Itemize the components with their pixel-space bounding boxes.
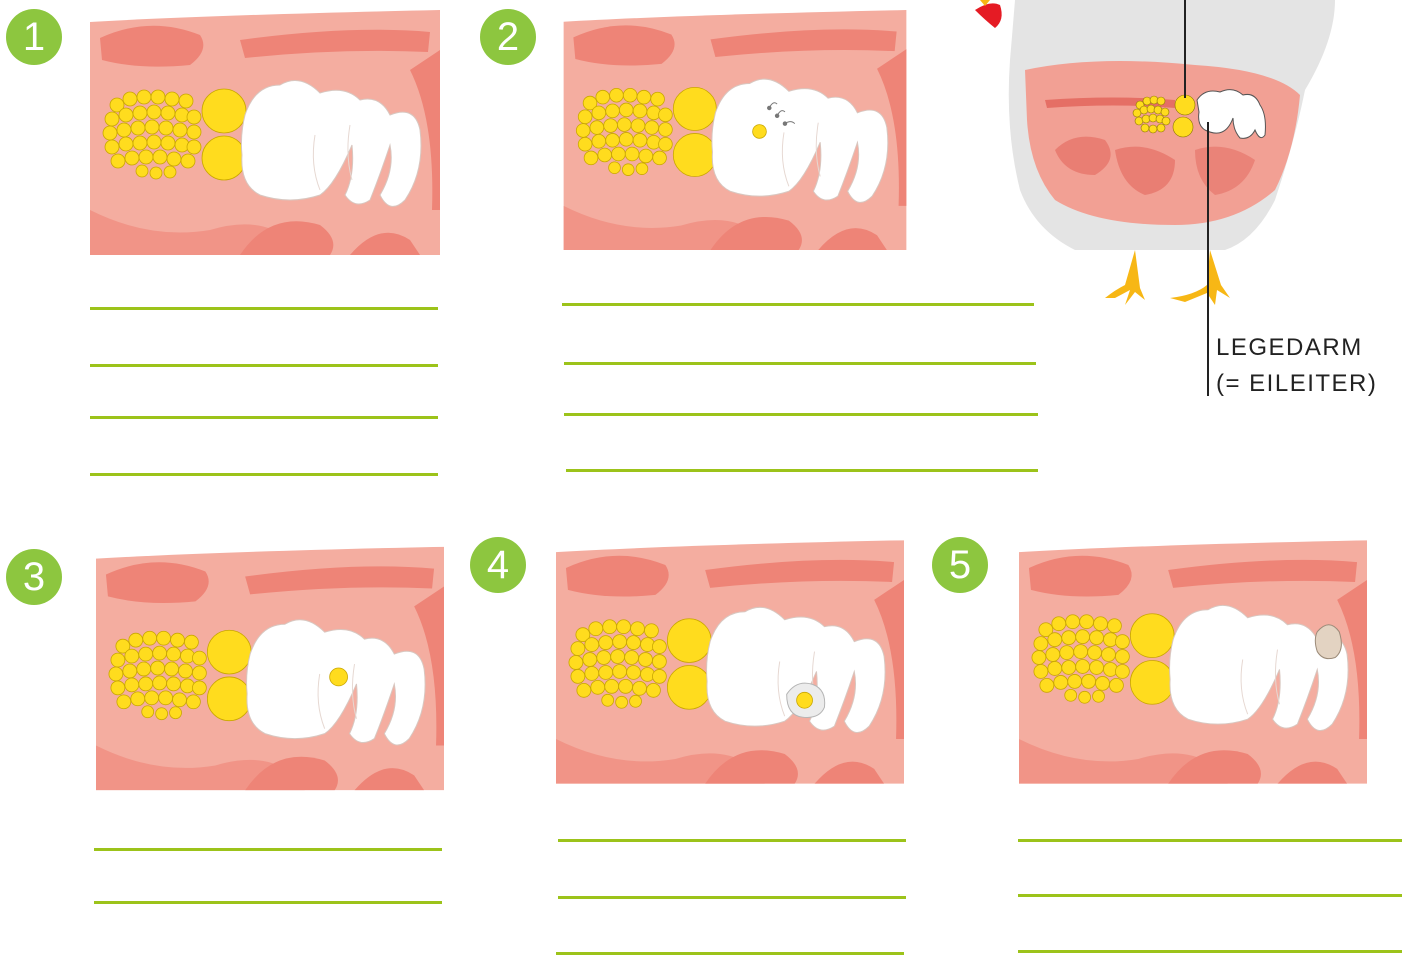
- answer-line[interactable]: [90, 307, 438, 310]
- step-badge-1: 1: [6, 9, 62, 65]
- answer-line[interactable]: [566, 469, 1038, 472]
- legedarm-label-line1: LEGEDARM: [1216, 330, 1377, 366]
- step-4-diagram: [556, 533, 904, 791]
- label-pointer-top: [1184, 0, 1186, 98]
- step-badge-5: 5: [932, 537, 988, 593]
- step-5-diagram: [1019, 533, 1367, 791]
- step-badge-4: 4: [470, 537, 526, 593]
- step-1-diagram: [90, 10, 440, 255]
- answer-line[interactable]: [564, 413, 1038, 416]
- step-3-diagram: [96, 546, 444, 791]
- hen-illustration: [975, 0, 1335, 315]
- answer-line[interactable]: [90, 473, 438, 476]
- answer-line[interactable]: [94, 848, 442, 851]
- answer-line[interactable]: [90, 364, 438, 367]
- step-2-diagram: [560, 10, 910, 250]
- legedarm-label: LEGEDARM (= EILEITER): [1216, 330, 1377, 402]
- answer-line[interactable]: [562, 303, 1034, 306]
- step-badge-3: 3: [6, 549, 62, 605]
- label-pointer-legedarm: [1207, 122, 1209, 396]
- answer-line[interactable]: [94, 901, 442, 904]
- answer-line[interactable]: [556, 952, 904, 955]
- answer-line[interactable]: [1018, 950, 1402, 953]
- answer-line[interactable]: [90, 416, 438, 419]
- answer-line[interactable]: [558, 896, 906, 899]
- answer-line[interactable]: [1018, 894, 1402, 897]
- step-badge-2: 2: [480, 9, 536, 65]
- answer-line[interactable]: [558, 839, 906, 842]
- answer-line[interactable]: [1018, 839, 1402, 842]
- legedarm-label-line2: (= EILEITER): [1216, 366, 1377, 402]
- answer-line[interactable]: [564, 362, 1036, 365]
